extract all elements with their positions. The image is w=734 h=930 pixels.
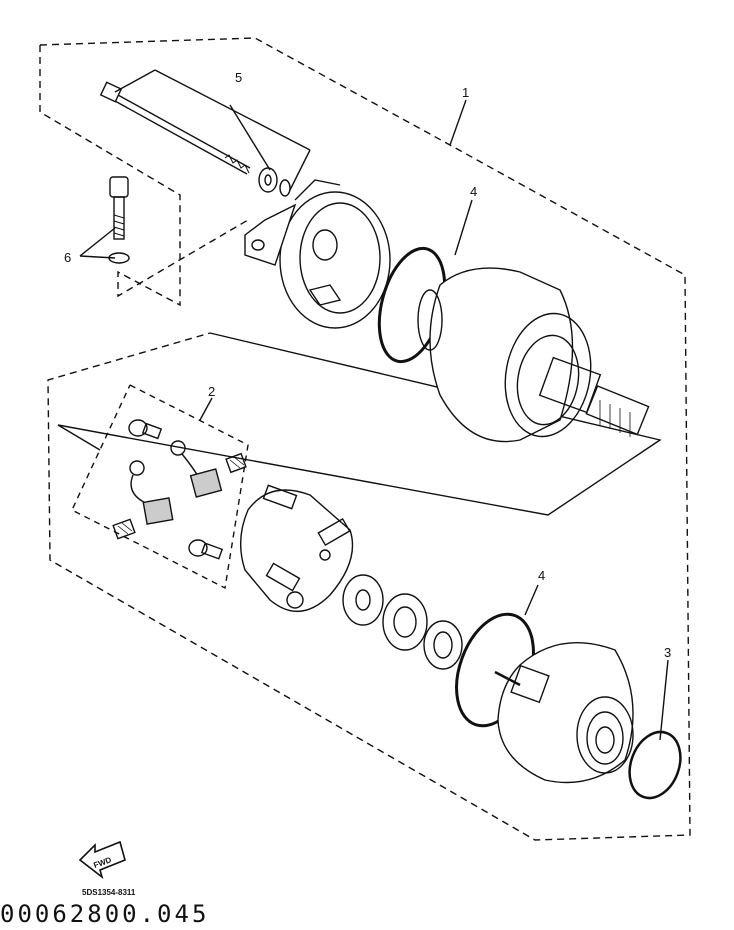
- assembly-group-1-boundary-right: [39, 37, 691, 841]
- callout-4-lower: 4: [538, 568, 545, 583]
- document-code: 00062800.045: [0, 900, 210, 928]
- washer-flat: [258, 167, 278, 193]
- brush-spring-left: [112, 518, 136, 540]
- front-cover: [244, 179, 391, 329]
- washer-flat-inner: [264, 174, 272, 186]
- callout-1: 1: [462, 85, 469, 100]
- bearing-inner-inner: [433, 631, 453, 659]
- screw-washer: [108, 252, 130, 264]
- through-bolt: [99, 81, 251, 175]
- brush-group-2-boundary: [71, 384, 249, 590]
- brush-spring-right: [225, 452, 247, 474]
- yoke-armature: [417, 267, 650, 443]
- callout-2: 2: [208, 384, 215, 399]
- leader-5d: [229, 104, 271, 171]
- brush-lead-left: [129, 460, 174, 525]
- callout-6: 6: [64, 250, 71, 265]
- leader-5c: [289, 149, 311, 191]
- brush-lead-right: [170, 440, 223, 498]
- thrust-washer: [342, 574, 384, 626]
- diagram-code: 5DS1354-8311: [82, 888, 136, 897]
- leader-6a: [79, 227, 116, 257]
- thrust-washer-inner: [355, 589, 371, 611]
- brush-screw-top: [128, 419, 163, 440]
- brush-holder-plate: [240, 484, 354, 613]
- leader-2: [199, 397, 213, 421]
- leader-5a: [114, 69, 156, 93]
- bearing-outer-inner: [393, 606, 417, 638]
- screw: [109, 176, 129, 240]
- brush-screw-bottom: [188, 539, 224, 560]
- leader-4a: [454, 199, 473, 256]
- callout-5: 5: [235, 70, 242, 85]
- assembly-group-1-boundary: [39, 45, 249, 307]
- bearing-inner: [423, 620, 463, 670]
- callout-3: 3: [664, 645, 671, 660]
- leader-1: [449, 99, 467, 146]
- bearing-outer: [382, 593, 428, 651]
- washer-lock: [279, 179, 291, 197]
- o-ring-end: [628, 730, 682, 800]
- leader-3: [659, 659, 669, 741]
- callout-4-upper: 4: [470, 184, 477, 199]
- leader-4b: [524, 584, 539, 616]
- rear-cover: [494, 642, 634, 784]
- fwd-arrow-icon: FWD: [78, 840, 126, 880]
